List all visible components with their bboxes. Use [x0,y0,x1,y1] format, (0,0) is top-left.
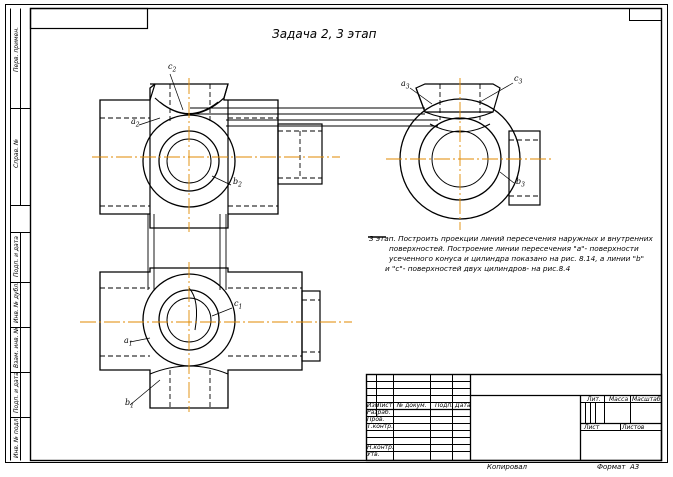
label-leaders [129,73,515,406]
side-view-center-lines [386,78,552,230]
side-view-hidden-lines [439,84,540,197]
title-block-grid [365,373,663,462]
footer-format-value: А3 [630,463,640,471]
side-view [399,83,541,220]
label-b2: b2 [233,177,242,189]
top-view-center-lines [80,262,352,412]
label-b1: b1 [125,398,134,410]
margin-inv-podl: Инв. № подл. [13,416,20,458]
tb-n-kontr: Н.контр. [367,444,394,451]
tb-no-dokum: № докум. [397,402,427,409]
margin-podp-data-2: Подп. и дата [13,372,20,413]
tb-data: Дата [455,402,471,409]
top-view-hidden-lines [100,287,320,408]
margin-vzam-inv: Взам. инв. № [13,327,20,368]
description-block: 3 этап. Построить проекции линий пересеч… [369,234,661,274]
label-c3: c3 [514,74,523,86]
tb-listov: Листов [622,424,645,431]
label-a2: a2 [131,117,140,129]
description-line-4: и "c"- поверхностей двух цилиндров- на р… [385,264,571,273]
footer-format-label: Формат [597,463,626,471]
tb-podp: Подп. [435,402,454,409]
sheet-outer-frame [5,4,668,463]
margin-podp-data-1: Подп. и дата [13,236,20,277]
label-a1: a1 [124,336,133,348]
label-c1: c1 [234,299,243,311]
top-right-box [629,8,662,21]
label-b3: b3 [516,177,525,189]
description-line-2: поверхностей. Построение линии пересечен… [389,244,639,253]
top-left-code-box [29,7,149,30]
tb-lit: Лит. [587,396,601,403]
front-view-center-lines [92,78,340,232]
description-line-3: усеченного конуса и цилиндра показано на… [389,254,645,263]
tb-prov: Пров. [367,416,385,423]
tb-t-kontr: Т.контр. [367,423,394,430]
tb-razrab: Разраб. [367,409,391,416]
tb-list-2: Лист [584,424,600,431]
description-line-1: 3 этап. Построить проекции линий пересеч… [369,234,653,243]
sheet-inner-frame [29,7,663,462]
tb-list: Лист [377,402,393,409]
tb-utv: Утв. [367,451,380,458]
tb-izm: Изм [367,402,380,409]
label-c2: c2 [168,62,177,74]
label-a3: a3 [401,79,410,91]
margin-sprav-no: Справ. № [13,138,20,168]
tb-masshtab: Масштаб [632,396,661,403]
front-view-hidden-lines [100,84,322,207]
left-margin-strips [10,8,31,461]
margin-inv-dubl: Инв. № дубл. [13,281,20,323]
margin-perv-primen: Перв. примен. [13,26,20,72]
footer-kopiroval: Копировал [487,463,527,471]
tb-massa: Масса [609,396,629,403]
drawing-title: Задача 2, 3 этап [272,27,377,41]
